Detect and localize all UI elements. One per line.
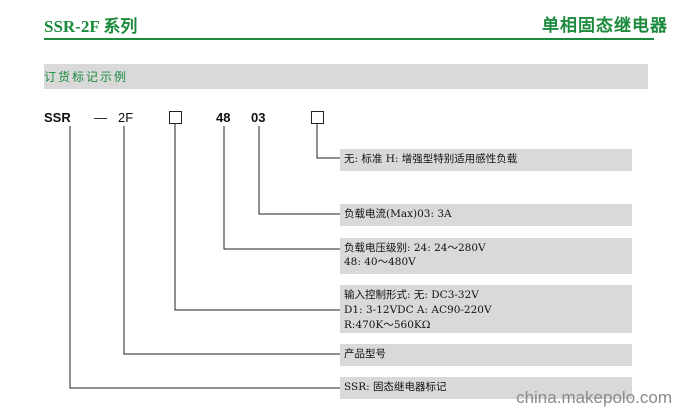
- entry-bar-voltage: [340, 238, 632, 274]
- section-bar: [44, 64, 648, 89]
- entry-model-text: 产品型号: [344, 348, 386, 360]
- entry-type-text: 无: 标准 H: 增强型特别适用感性负载: [344, 153, 518, 165]
- entry-bar-model: [340, 344, 632, 366]
- code-voltage: 48: [216, 110, 231, 125]
- header-rule: [44, 38, 654, 40]
- product-title: 单相固态继电器: [542, 16, 668, 36]
- connector-input: [174, 124, 340, 311]
- entry-bar-input: [340, 285, 632, 333]
- entry-ssr-text: SSR: 固态继电器标记: [344, 381, 447, 393]
- series-title: SSR-2F 系列: [44, 17, 138, 36]
- connector-current: [258, 126, 340, 215]
- code-prefix: SSR: [44, 110, 71, 125]
- entry-input-line-2: D1: 3-12VDC A: AC90-220V: [344, 304, 492, 316]
- code-current: 03: [251, 110, 266, 125]
- entry-voltage-line-1: 负载电压级别: 24: 24～280V: [344, 242, 486, 254]
- option-box-input: [169, 111, 182, 124]
- entry-bar-type: [340, 149, 632, 171]
- entry-voltage-line-2: 48: 40～480V: [344, 256, 416, 268]
- watermark: china.makepolo.com: [516, 388, 672, 407]
- connector-type: [316, 124, 340, 159]
- option-box-type: [311, 111, 324, 124]
- entry-bar-current: [340, 204, 632, 226]
- section-title: 订货标记示例: [44, 70, 129, 84]
- connector-ssr: [69, 126, 340, 389]
- entry-input-line-1: 输入控制形式: 无: DC3-32V: [344, 289, 479, 301]
- code-model: 2F: [118, 110, 134, 125]
- entry-bar-ssr: [340, 377, 632, 399]
- entry-current-text: 负载电流(Max)03: 3A: [344, 208, 452, 220]
- connector-voltage: [223, 126, 340, 250]
- code-dash: —: [94, 110, 107, 125]
- entry-input-line-3: R:470K～560KΩ: [344, 319, 431, 331]
- connector-model: [123, 126, 340, 355]
